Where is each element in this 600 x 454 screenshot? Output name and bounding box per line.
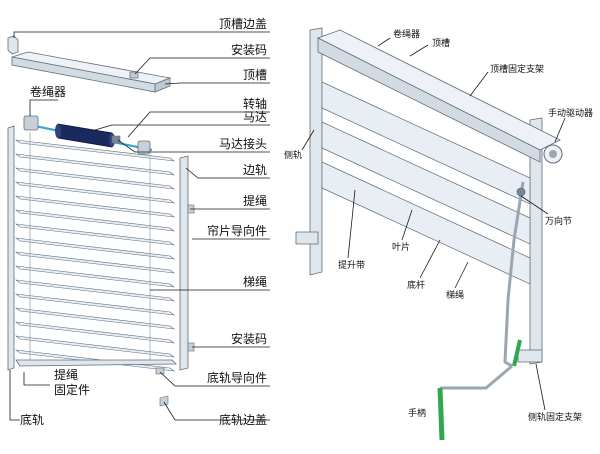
label-lift-cord: 提绳 [243,193,267,208]
right-slats [321,81,531,285]
label-lift-cord-fixer-2: 固定件 [54,382,90,397]
label-motor-coupler: 马达接头 [219,136,267,151]
cord-reel-right [137,140,151,155]
bracket-left-bottom [295,231,319,245]
left-labels: 顶槽边盖 安装码 顶槽 卷绳器 转轴 马达 马达接头 边轨 提绳 帘片导向件 梯… [20,17,267,427]
label-r-lift-strap: 提升带 [338,260,365,271]
label-top-groove: 顶槽 [243,68,267,82]
left-slats [14,139,176,372]
label-bottom-guide: 底轨导向件 [207,370,267,385]
left-slat [14,279,176,302]
mount-code-top-part [129,71,139,79]
left-slat [14,321,176,344]
universal-joint-part [516,187,526,197]
left-slat [14,195,176,218]
bottom-rail-part [15,359,177,367]
left-slat [14,181,176,204]
left-slat [14,251,176,274]
label-r-top-bracket: 顶槽固定支架 [490,63,544,75]
crank-arm [440,364,513,390]
label-r-bottom-bar: 底杆 [407,279,425,291]
label-r-side-rail: 侧轨 [284,149,302,161]
right-slat [321,161,531,285]
label-r-ladder-cord: 梯绳 [446,289,464,301]
shaft-and-motor [23,115,153,155]
crank-rod [503,181,525,368]
left-slat [14,293,176,316]
label-motor: 马达 [243,110,267,124]
right-slat [321,121,531,245]
left-leader-lines [9,31,270,421]
right-top-groove [316,29,561,163]
label-bottom-cover: 底轨边盖 [219,412,267,427]
left-slat [14,153,176,176]
left-slat [14,335,176,358]
left-slat [14,223,176,246]
label-lift-cord-fixer-1: 提绳 [54,367,78,382]
label-ladder-cord: 梯绳 [243,275,267,289]
label-r-side-bracket: 侧轨固定支架 [528,411,582,423]
left-slat [14,209,176,232]
label-r-cord-reel: 卷绳器 [393,28,420,40]
label-top-cover: 顶槽边盖 [219,17,267,31]
label-r-universal-joint: 万向节 [545,215,572,227]
right-blind-assembled-view [295,27,563,441]
right-side-rail-left-post [309,27,323,276]
motor-coupler-part [111,135,121,144]
label-mount-code-top: 安装码 [231,42,267,57]
left-slat [14,265,176,288]
left-slat [14,237,176,260]
right-leader-lines [301,37,566,411]
left-slat [14,307,176,330]
top-cover-part [7,35,19,55]
right-side-rail [179,155,189,371]
label-shaft: 转轴 [243,96,267,111]
label-slat-guide: 帘片导向件 [207,223,267,238]
label-r-slat: 叶片 [392,241,410,253]
label-r-manual-driver: 手动驱动器 [548,107,593,119]
left-side-rail [7,125,15,371]
label-mount-code-bottom: 安装码 [231,331,267,346]
label-bottom-rail: 底轨 [20,412,44,427]
crank-green-grip-upper [512,339,522,367]
left-slat [14,167,176,190]
label-r-top-groove: 顶槽 [432,37,450,49]
bottom-cover-part [159,395,169,407]
label-cord-reel: 卷绳器 [30,84,66,99]
bracket-right-bottom [517,349,543,363]
crank-handle-grip [437,387,445,441]
left-slat [14,139,176,162]
bottom-guide-part [155,367,165,375]
right-slat [321,81,531,205]
right-labels: 卷绳器 顶槽 顶槽固定支架 手动驱动器 侧轨 万向节 提升带 叶片 底杆 梯绳 … [284,28,593,423]
label-side-rail: 边轨 [243,163,267,177]
cord-reel-left [23,115,39,131]
left-blind-exploded-view [7,35,195,407]
label-r-crank: 手柄 [408,407,426,419]
